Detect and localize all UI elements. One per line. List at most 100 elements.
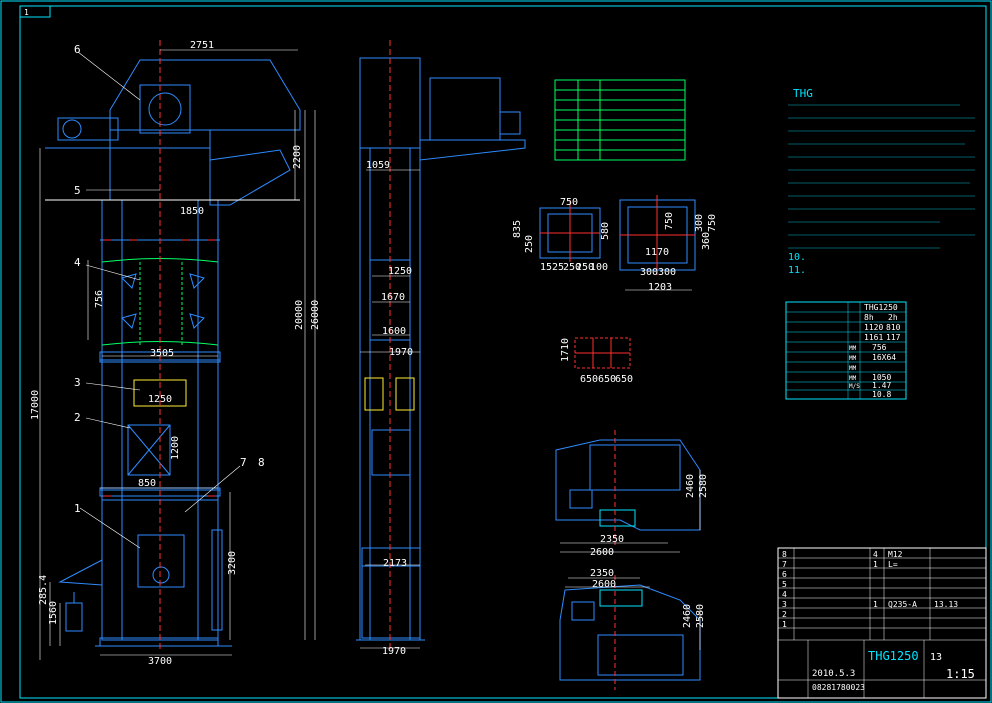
part-no-4: 4 [782, 590, 787, 599]
c-dim-1710: 1710 [560, 338, 571, 362]
drive-bot-2600: 2600 [592, 579, 616, 590]
tech-r4: 1161 [864, 333, 883, 342]
dim-3200: 3200 [227, 551, 238, 575]
tech-r6: 756 [872, 343, 887, 352]
b-dim-750: 750 [664, 212, 675, 230]
boot-pulley-frame [137, 534, 185, 588]
dim-top-width: 2751 [190, 40, 214, 51]
drive-top-2600: 2600 [590, 547, 614, 558]
side-dim-1600: 1600 [382, 326, 406, 337]
part-no-8: 8 [782, 550, 787, 559]
b-dim-1203: 1203 [648, 282, 672, 293]
tech-table: THG1250 8h 2h 1120 810 1161 117 756 16X6… [785, 301, 907, 400]
callout-3: 3 [74, 376, 81, 389]
head-housing [109, 59, 301, 131]
drive-bot-dim-lines [565, 577, 701, 650]
c-dim-650b: 650 [598, 374, 616, 385]
tech-u1: MM [849, 355, 857, 362]
front-bolts [104, 239, 216, 497]
dim-1250: 1250 [148, 394, 172, 405]
part-spec-8: M12 [888, 550, 903, 559]
drawing-scale: 1:15 [946, 667, 975, 681]
dim-2200: 2200 [292, 145, 303, 169]
inspection-door [127, 424, 171, 476]
drive-top-2350: 2350 [600, 534, 624, 545]
callout-6: 6 [74, 43, 81, 56]
part-spec-3: Q235-A [888, 600, 917, 609]
drive-plan-top [555, 439, 701, 531]
drawing-border [19, 5, 987, 699]
discharge-chute [209, 149, 291, 206]
part-qty-8: 4 [873, 550, 878, 559]
side-door [371, 429, 411, 476]
part-qty-7: 1 [873, 560, 878, 569]
a-dim-835: 835 [512, 220, 523, 238]
note-10: 10. [788, 252, 806, 263]
part-spec-7: L= [888, 560, 898, 569]
side-yellow-detail [364, 377, 415, 411]
b-dim-300v: 300 [694, 214, 705, 232]
dim-1200: 1200 [170, 436, 181, 460]
detail-a [539, 200, 601, 262]
side-dim-1250: 1250 [388, 266, 412, 277]
side-view [356, 57, 526, 641]
dim-20000: 20000 [294, 300, 305, 330]
b-dim-300a: 300 [640, 267, 658, 278]
drive-top-2580: 2580 [698, 474, 709, 498]
drawing-number: 08281780023 [812, 683, 865, 692]
a-dim-250: 250 [524, 235, 535, 253]
side-dim-1059: 1059 [366, 160, 390, 171]
b-dim-1170: 1170 [645, 247, 669, 258]
feed-inlet [58, 559, 103, 586]
part-no-5: 5 [782, 580, 787, 589]
title-block: 8 4 M12 7 1 L= 6 5 4 3 1 Q235-A 13.13 2 … [777, 547, 987, 699]
tech-model: THG1250 [864, 303, 898, 312]
drive-top-dim-lines [560, 470, 701, 553]
dim-3505: 3505 [150, 348, 174, 359]
callout-4: 4 [74, 256, 81, 269]
a-dim-100: 100 [590, 262, 608, 273]
tech-r7: 16X64 [872, 353, 896, 362]
c-dim-650c: 650 [615, 374, 633, 385]
coating-table [554, 79, 686, 161]
front-view [45, 59, 301, 647]
side-dim-lines [360, 169, 420, 649]
side-platform [419, 139, 526, 161]
tech-r3: 810 [886, 323, 901, 332]
part-no-2: 2 [782, 610, 787, 619]
drive-bot-2350: 2350 [590, 568, 614, 579]
dim-285-4: 285.4 [38, 575, 49, 605]
drive-top-2460: 2460 [685, 474, 696, 498]
dim-26000: 26000 [310, 300, 321, 330]
drive-bot-2580: 2580 [695, 604, 706, 628]
sheet-number-box [19, 5, 51, 18]
motor-shaft [62, 119, 82, 139]
drawing-name: THG1250 [868, 649, 919, 663]
part-qty-3: 1 [873, 600, 878, 609]
dim-756: 756 [94, 290, 105, 308]
notes: THG 10. 11. [788, 87, 975, 276]
note-11: 11. [788, 265, 806, 276]
tech-r2: 1120 [864, 323, 883, 332]
tech-u3: MM [849, 375, 857, 382]
b-dim-750v: 750 [707, 214, 718, 232]
callout-1: 1 [74, 502, 81, 515]
side-gear-motor [429, 77, 501, 141]
tech-r10: 10.8 [872, 390, 891, 399]
front-dim-lines [39, 49, 316, 660]
tech-r1: 2h [888, 313, 898, 322]
dim-1560: 1560 [48, 601, 59, 625]
callout-2: 2 [74, 411, 81, 424]
tech-u2: MM [849, 365, 857, 372]
a-dim-580: 580 [600, 222, 611, 240]
b-dim-360: 360 [701, 232, 712, 250]
head-pulley [148, 92, 182, 126]
tech-u4: M/S [849, 383, 860, 390]
part-no-6: 6 [782, 570, 787, 579]
detail-c [574, 337, 631, 369]
a-dim-750: 750 [560, 197, 578, 208]
part-weight-3: 13.13 [934, 600, 958, 609]
side-dim-2173: 2173 [383, 558, 407, 569]
callout-7: 7 [240, 456, 247, 469]
